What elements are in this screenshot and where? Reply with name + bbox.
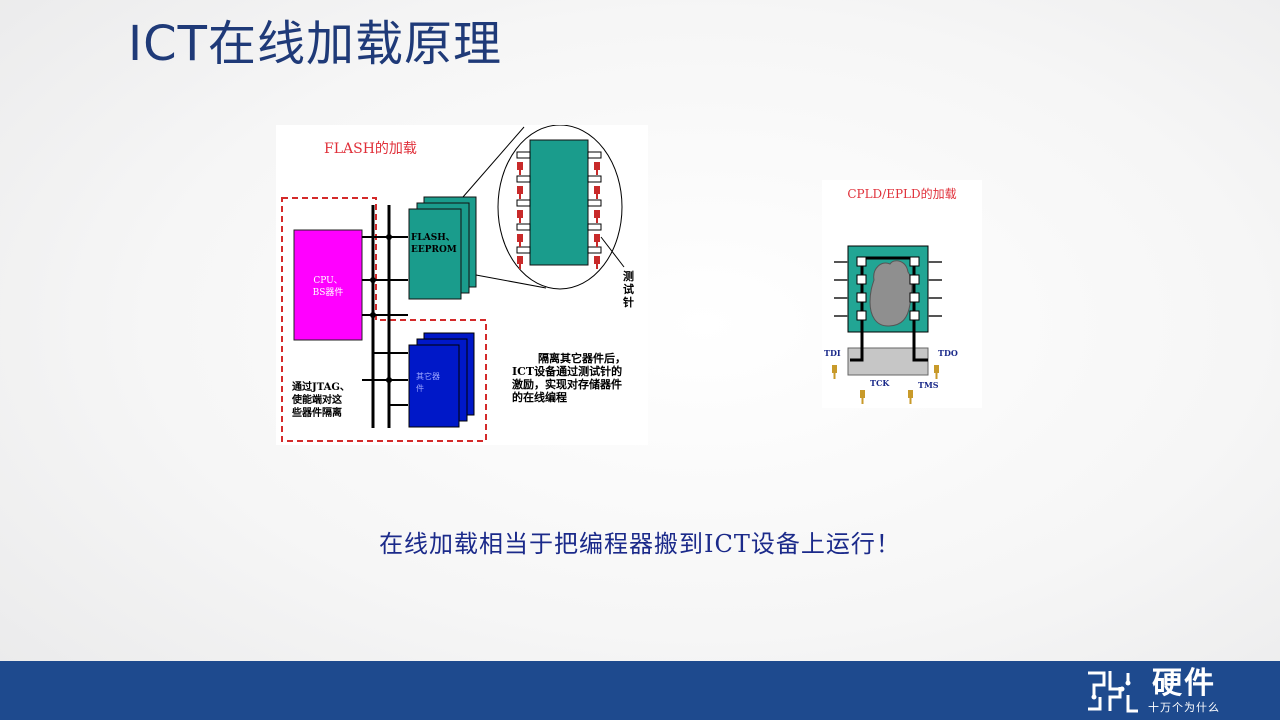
isolation-boundary [281, 197, 487, 442]
boundary-scan-cells [856, 256, 920, 321]
probe-label-line3: 针 [623, 295, 634, 309]
flash-label-line2: EEPROM [411, 245, 457, 255]
bus-junction [386, 377, 392, 383]
bus-junction [386, 234, 392, 240]
flash-chip-front [408, 208, 462, 300]
bus-junction [370, 312, 376, 318]
probe-label-line2: 试 [623, 282, 634, 296]
cpld-loading-diagram: CPLD/EPLD的加载 [822, 180, 982, 408]
chip-pins-left [516, 151, 531, 254]
flash-label-line1: FLASH、 [411, 233, 455, 243]
tdi-label: TDI [824, 348, 841, 358]
jtag-note-line1: 通过JTAG、 [292, 380, 350, 393]
tms-label: TMS [918, 380, 939, 390]
slide-caption: 在线加载相当于把编程器搬到ICT设备上运行！ [379, 530, 901, 558]
jtag-note-line3: 些器件隔离 [292, 406, 342, 419]
flash-loading-diagram: FLASH的加载 CPU、 BS器件 FLASH、 EEPROM 其它器 件 [276, 124, 648, 445]
bus-junction [370, 277, 376, 283]
cpu-label-line1: CPU、 [313, 276, 342, 286]
cpld-die [869, 260, 913, 327]
cpld-pins-right [928, 261, 942, 317]
magnifier-line-bottom [475, 274, 547, 289]
brand-logo: 硬件 十万个为什么 [1084, 667, 1220, 715]
program-note-line4: 的在线编程 [512, 390, 567, 404]
cpld-pins-left [834, 261, 848, 317]
jtag-chain-path [850, 256, 928, 362]
cpld-test-probes [832, 365, 939, 404]
tck-label: TCK [870, 378, 890, 388]
test-probes-left [517, 162, 523, 269]
cpu-bs-block [293, 229, 363, 341]
probe-pointer-line [600, 236, 625, 268]
flash-diagram-svg: FLASH的加载 CPU、 BS器件 FLASH、 EEPROM 其它器 件 [281, 124, 634, 442]
probe-label-line1: 测 [623, 269, 634, 283]
cpld-diagram-title: CPLD/EPLD的加载 [847, 186, 956, 201]
test-probes-right [594, 162, 600, 269]
footer-bar: 硬件 十万个为什么 [0, 661, 1280, 720]
logo-main-text: 硬件 [1152, 666, 1216, 701]
program-note-line3: 激励，实现对存储器件 [512, 377, 622, 391]
program-note-line1: 隔离其它器件后， [538, 351, 626, 365]
magnifier-line-top [462, 126, 525, 198]
isolated-label-line1: 其它器 [416, 371, 440, 381]
program-note-line2: ICT设备通过测试针的 [512, 364, 622, 378]
flash-diagram-title: FLASH的加载 [324, 141, 417, 157]
logo-sub-text: 十万个为什么 [1148, 701, 1220, 714]
isolated-chip-front [408, 344, 460, 428]
isolated-label-line2: 件 [416, 383, 424, 393]
chip-pins-right [587, 151, 602, 254]
cpu-label-line2: BS器件 [313, 286, 344, 298]
cpld-diagram-svg: CPLD/EPLD的加载 [824, 186, 958, 404]
tdo-label: TDO [938, 348, 958, 358]
slide-title: ICT在线加载原理 [128, 16, 502, 72]
jtag-note-line2: 使能端对这 [291, 393, 342, 406]
logo-text: 硬件 十万个为什么 [1148, 666, 1220, 714]
magnified-chip-body [529, 139, 589, 266]
circuit-logo-icon [1088, 671, 1138, 713]
